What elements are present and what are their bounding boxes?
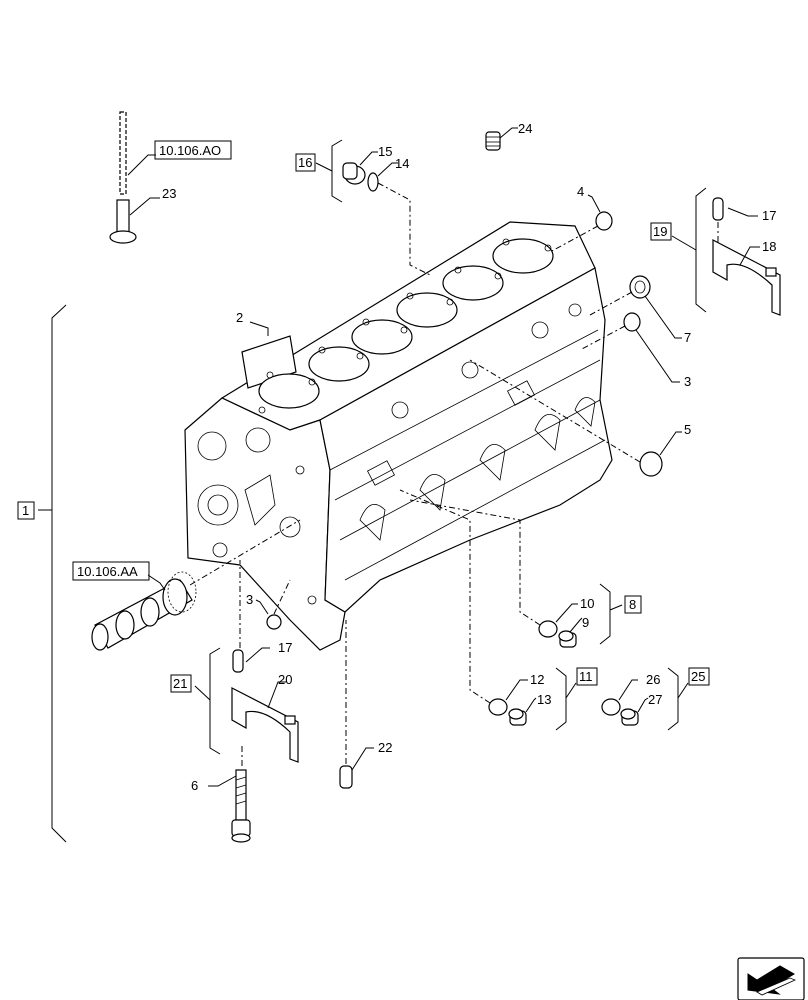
callout-24: 24 xyxy=(518,121,532,136)
callout-9: 9 xyxy=(582,615,589,630)
camshaft xyxy=(91,571,197,651)
plug-3-lower xyxy=(266,614,282,630)
callout-13: 13 xyxy=(537,692,551,707)
plug-27 xyxy=(620,708,639,726)
callout-4: 4 xyxy=(577,184,584,199)
label-boxes xyxy=(17,140,710,693)
callout-2: 2 xyxy=(236,310,243,325)
callout-17-lower: 17 xyxy=(278,640,292,655)
callout-11: 11 xyxy=(579,669,593,684)
dowel-17-lower xyxy=(232,649,244,673)
plug-5 xyxy=(639,451,663,477)
callout-3-lower: 3 xyxy=(246,592,253,607)
callout-7: 7 xyxy=(684,330,691,345)
oring-26 xyxy=(601,698,621,716)
callout-6: 6 xyxy=(191,778,198,793)
callout-15: 15 xyxy=(378,144,392,159)
callout-25: 25 xyxy=(691,669,705,684)
callout-23: 23 xyxy=(162,186,176,201)
plug-24 xyxy=(485,131,501,151)
direction-arrow-icon[interactable] xyxy=(737,957,805,1000)
plug-9 xyxy=(558,630,577,648)
assembly-lines xyxy=(189,182,719,766)
callout-21: 21 xyxy=(173,676,187,691)
cylinder-bores xyxy=(258,238,554,409)
dowel-17-upper xyxy=(712,197,724,221)
engine-block xyxy=(184,221,613,651)
callout-22: 22 xyxy=(378,740,392,755)
callout-16: 16 xyxy=(298,155,312,170)
plug-13 xyxy=(508,708,527,726)
dowel-22 xyxy=(339,765,353,789)
leader-lines xyxy=(127,127,760,787)
reference-10-106-ao[interactable]: 10.106.AO xyxy=(159,143,221,158)
callout-12: 12 xyxy=(530,672,544,687)
callout-20: 20 xyxy=(278,672,292,687)
callout-10: 10 xyxy=(580,596,594,611)
callout-17-upper: 17 xyxy=(762,208,776,223)
callout-26: 26 xyxy=(646,672,660,687)
callout-labels: 1 16 19 21 8 11 25 2 3 3 4 5 6 7 9 10 12… xyxy=(22,121,776,793)
callout-19: 19 xyxy=(653,224,667,239)
oring-14 xyxy=(367,172,379,192)
plug-4 xyxy=(595,211,613,231)
oring-10 xyxy=(538,620,558,638)
tappet-23 xyxy=(109,111,137,244)
callout-8: 8 xyxy=(629,597,636,612)
reference-10-106-aa[interactable]: 10.106.AA xyxy=(77,564,138,579)
callout-27: 27 xyxy=(648,692,662,707)
group-brackets xyxy=(38,139,707,843)
callout-1: 1 xyxy=(22,503,29,518)
callout-14: 14 xyxy=(395,156,409,171)
plug-15 xyxy=(342,162,366,185)
callout-5: 5 xyxy=(684,422,691,437)
callout-18: 18 xyxy=(762,239,776,254)
plug-3-upper xyxy=(623,312,641,332)
bearing-cap-18 xyxy=(712,239,781,316)
oring-12 xyxy=(488,698,508,716)
bearing-cap-20 xyxy=(231,687,299,763)
bushing-7 xyxy=(629,275,651,299)
bolt-6 xyxy=(231,769,251,843)
callout-3-upper: 3 xyxy=(684,374,691,389)
